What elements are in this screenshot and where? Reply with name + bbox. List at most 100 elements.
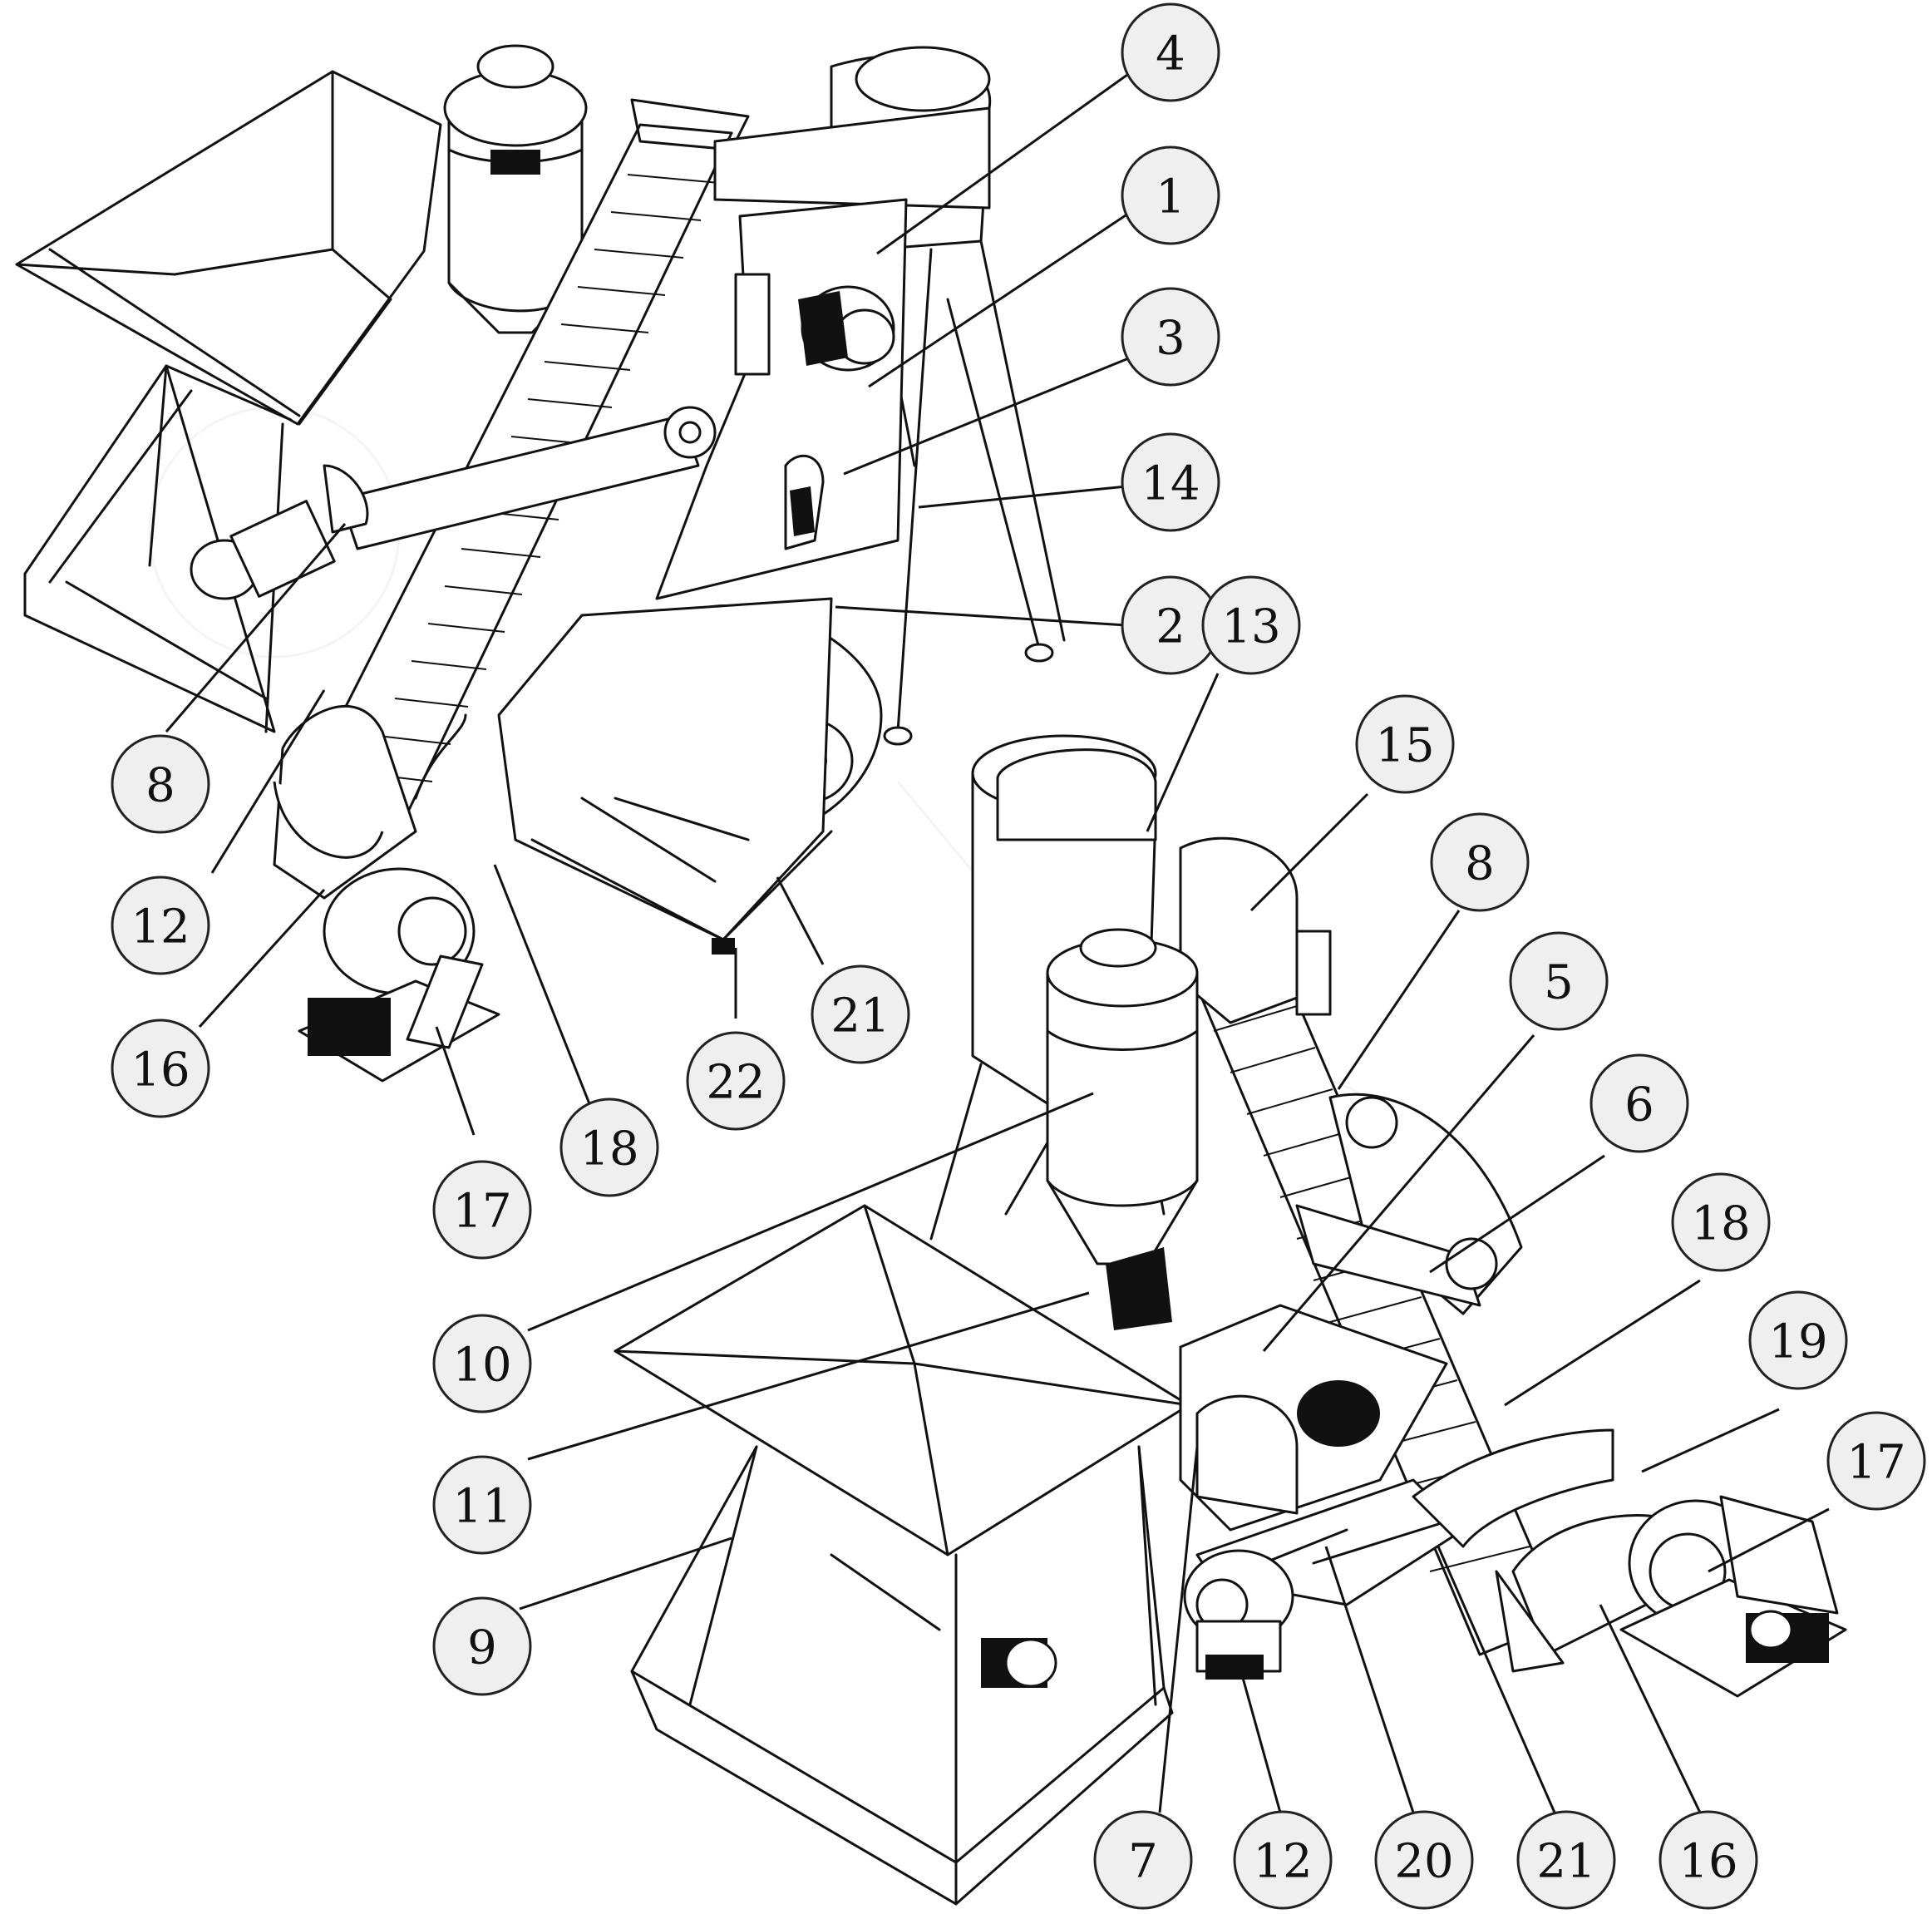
callout-label: 15 (1375, 719, 1434, 773)
callout-circle (1121, 2, 1220, 102)
callout-c-bot-17: 17 (1826, 1411, 1926, 1511)
callout-label: 17 (452, 1185, 511, 1239)
callout-circle (111, 1019, 210, 1118)
callout-c-bot-8: 8 (1430, 812, 1530, 912)
callout-label: 5 (1544, 956, 1574, 1010)
callout-c-bot-15: 15 (1355, 694, 1455, 794)
callout-circle (1748, 1290, 1848, 1390)
callout-c-bot-10: 10 (432, 1314, 532, 1413)
callout-circle (1826, 1411, 1926, 1511)
callout-label: 2 (1156, 600, 1185, 654)
hopper-motor-top (190, 500, 336, 600)
callout-label: 1 (1156, 170, 1185, 224)
callout-circle (1430, 812, 1530, 912)
callout-label: 20 (1394, 1835, 1453, 1889)
callout-circle (1233, 1810, 1333, 1910)
callout-label: 9 (467, 1621, 497, 1675)
callout-label: 19 (1768, 1315, 1827, 1369)
callout-circle (432, 1455, 532, 1555)
callout-label: 16 (1678, 1835, 1737, 1889)
callout-circle (1121, 287, 1220, 387)
small-blower-bottom (1183, 1549, 1294, 1680)
callout-circle (559, 1098, 659, 1197)
callout-c-bot-5: 5 (1509, 931, 1609, 1031)
callout-circle (686, 1031, 786, 1131)
callout-label: 3 (1156, 312, 1185, 366)
callout-c-bot-16: 16 (1658, 1810, 1758, 1910)
callout-c-top-17: 17 (432, 1160, 532, 1260)
main-column-top (655, 198, 908, 600)
callout-label: 22 (706, 1056, 765, 1110)
callout-label: 21 (1536, 1835, 1595, 1889)
callout-c-top-18: 18 (559, 1098, 659, 1197)
callout-c-bot-11: 11 (432, 1455, 532, 1555)
callout-c-top-3: 3 (1121, 287, 1220, 387)
callout-label: 18 (1691, 1197, 1750, 1251)
callout-circle (432, 1314, 532, 1413)
dust-collector-bottom (1046, 928, 1199, 1330)
callout-label: 16 (131, 1043, 190, 1098)
callout-circle (811, 964, 910, 1064)
hopper-motor-bottom (981, 1638, 1057, 1688)
callout-label: 10 (452, 1339, 511, 1393)
callout-circle (1374, 1810, 1474, 1910)
callout-c-top-4: 4 (1121, 2, 1220, 102)
callout-label: 18 (579, 1122, 638, 1177)
callout-label: 21 (830, 989, 890, 1043)
callout-circle (111, 876, 210, 975)
callout-circle (1121, 432, 1220, 532)
callout-c-top-21: 21 (811, 964, 910, 1064)
callout-c-top-1: 1 (1121, 146, 1220, 245)
callout-c-top-22: 22 (686, 1031, 786, 1131)
callout-label: 11 (452, 1480, 511, 1534)
fan-unit-bottom (1179, 1304, 1448, 1532)
callout-c-top-14: 14 (1121, 432, 1220, 532)
machine-view-bottom (614, 734, 1847, 1906)
callout-circle (1121, 146, 1220, 245)
dust-collector-top (443, 44, 588, 334)
callout-c-bot-19: 19 (1748, 1290, 1848, 1390)
callout-label: 6 (1624, 1078, 1654, 1132)
callout-circle (1658, 1810, 1758, 1910)
callout-c-bot-9: 9 (432, 1596, 532, 1696)
callout-c-top-8: 8 (111, 734, 210, 834)
blower-top (273, 704, 500, 1083)
callout-c-top-12: 12 (111, 876, 210, 975)
callout-c-top-13: 13 (1201, 575, 1301, 675)
callout-label: 8 (1465, 837, 1495, 891)
right-blower-bottom (1619, 1495, 1847, 1698)
callout-label: 13 (1221, 600, 1280, 654)
callout-circle (111, 734, 210, 834)
base-frame-top (497, 597, 833, 955)
callout-circle (1093, 1810, 1193, 1910)
callout-circle (432, 1596, 532, 1696)
callout-c-bot-6: 6 (1589, 1053, 1689, 1153)
callout-label: 17 (1846, 1436, 1905, 1490)
leader-lines (165, 65, 1830, 1813)
callout-label: 8 (145, 759, 175, 813)
callout-circle (1516, 1810, 1616, 1910)
callout-circle (1589, 1053, 1689, 1153)
callout-label: 7 (1128, 1835, 1158, 1889)
callout-circle (1509, 931, 1609, 1031)
machine-view-top (15, 44, 1066, 1083)
callout-label: 12 (1253, 1835, 1312, 1889)
callout-circle (1671, 1172, 1771, 1272)
callout-c-top-16: 16 (111, 1019, 210, 1118)
hopper-top (15, 70, 442, 426)
callout-c-bot-12: 12 (1233, 1810, 1333, 1910)
callout-circle (432, 1160, 532, 1260)
callout-c-bot-7: 7 (1093, 1810, 1193, 1910)
callout-c-bot-20: 20 (1374, 1810, 1474, 1910)
callout-label: 12 (131, 900, 190, 955)
callout-label: 14 (1141, 457, 1200, 511)
hopper-stand-bottom (630, 1445, 1174, 1906)
callout-label: 4 (1156, 27, 1185, 81)
callout-circle (1201, 575, 1301, 675)
callout-c-bot-21: 21 (1516, 1810, 1616, 1910)
callout-circle (1355, 694, 1455, 794)
callout-c-bot-18: 18 (1671, 1172, 1771, 1272)
arm-top (323, 406, 717, 550)
